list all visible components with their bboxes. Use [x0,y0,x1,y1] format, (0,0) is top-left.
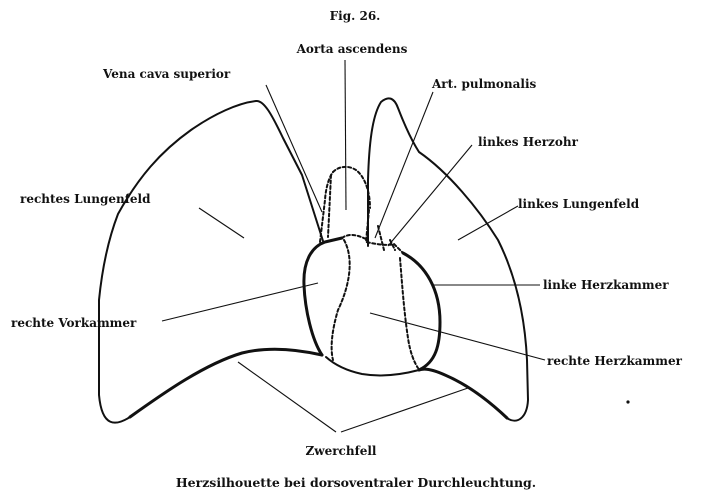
atrium-septum-contour [332,240,350,360]
label-vena-cava-superior: Vena cava superior [102,67,231,81]
diaphragm-line-left [130,349,322,417]
label-aorta-ascendens: Aorta ascendens [296,42,408,56]
heart-outline-right-border [304,238,342,355]
label-rechtes-lungenfeld: rechtes Lungenfeld [20,192,151,206]
print-speck [626,400,629,403]
leader-zwerchfell-left [238,362,336,432]
label-linke-herzkammer: linke Herzkammer [543,278,669,292]
heart-outline-bottom [326,357,419,375]
leader-zwerchfell-right [341,388,468,432]
leader-rechte-herzkammer [370,313,545,360]
label-zwerchfell: Zwerchfell [306,444,377,458]
figure-number: Fig. 26. [330,9,381,23]
right-lung-outline [99,101,323,423]
label-linkes-lungenfeld: linkes Lungenfeld [518,197,640,211]
leader-art-pulmonalis [375,92,433,238]
ventricle-septum-contour [400,258,418,368]
label-rechte-herzkammer: rechte Herzkammer [547,354,683,368]
left-auricle-contour [378,226,395,250]
leader-rechte-vorkammer [162,283,318,321]
atrium-top-contour [342,235,368,240]
leader-vena-cava-superior [266,85,322,212]
heart-outline-left-border [403,253,440,370]
figure-caption: Herzsilhouette bei dorsoventraler Durchl… [176,475,536,490]
diaphragm-line-right [419,369,507,418]
leader-aorta-ascendens [345,60,346,210]
label-linkes-herzohr: linkes Herzohr [478,135,579,149]
pulmonalis-contour [366,210,403,253]
label-rechte-vorkammer: rechte Vorkammer [11,316,137,330]
leader-rechtes-lungenfeld [199,208,244,238]
label-art-pulmonalis: Art. pulmonalis [431,77,537,91]
leader-linkes-lungenfeld [458,206,518,240]
aorta-contour [333,167,370,208]
